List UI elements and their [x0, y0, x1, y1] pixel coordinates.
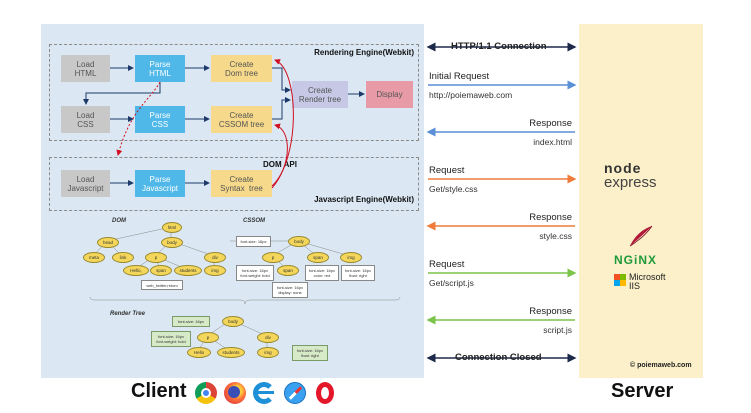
- nginx-logo: NGiNX: [614, 253, 658, 267]
- dom-node-span: span: [150, 265, 172, 276]
- node-express-logo: node express: [604, 160, 674, 196]
- create-render-node: Create Render tree: [292, 81, 348, 108]
- feather-logo: [629, 225, 653, 247]
- cssom-node-p: p: [262, 252, 284, 263]
- opera-icon: [314, 382, 336, 404]
- msg-initial-request: Initial Request: [429, 71, 490, 82]
- render-node-p: p: [197, 332, 219, 343]
- msg-response-2-file: style.css: [539, 231, 572, 241]
- msg-response-3: Response: [529, 306, 572, 317]
- firefox-icon: [224, 382, 246, 404]
- dom-node-hello: Hello,: [123, 265, 149, 276]
- msg-connection-closed: Connection Closed: [455, 352, 542, 363]
- safari-icon: [284, 382, 306, 404]
- msg-request-css: Request: [429, 165, 465, 176]
- dom-node-head: head: [97, 237, 119, 248]
- render-node-img: img: [257, 347, 279, 358]
- render-node-hello: Hello: [187, 347, 211, 358]
- render-tree-title: Render Tree: [110, 311, 145, 317]
- express-logo-text: express: [604, 174, 657, 191]
- dom-node-html: html: [162, 222, 182, 233]
- edge-icon: [253, 382, 275, 404]
- javascript-engine-box: [49, 157, 419, 211]
- node-logo-text: node: [604, 160, 642, 176]
- cssom-box-span-2: font-size: 16px display: none: [272, 282, 308, 298]
- rendering-engine-title: Rendering Engine(Webkit): [314, 48, 414, 57]
- create-cssom-node: Create CSSOM tree: [211, 106, 272, 133]
- create-syntax-node: Create Syntax tree: [211, 170, 272, 197]
- cssom-box-span: font-size: 16px color: red: [305, 265, 339, 281]
- cssom-tree-title: CSSOM: [243, 218, 266, 224]
- dom-node-p: p: [145, 252, 167, 263]
- dom-tree-title: DOM: [112, 218, 126, 224]
- msg-request-js-path: Get/script.js: [429, 278, 474, 288]
- copyright-text: © poiemaweb.com: [630, 362, 692, 369]
- parse-css-node: Parse CSS: [135, 106, 185, 133]
- dom-node-div: div: [204, 252, 226, 263]
- server-panel: [579, 24, 703, 378]
- load-css-node: Load CSS: [61, 106, 110, 133]
- dom-node-body: body: [161, 237, 183, 248]
- msg-response-2: Response: [529, 212, 572, 223]
- cssom-box-body: font-size: 16px: [236, 236, 271, 247]
- msg-initial-request-url: http://poiemaweb.com: [429, 90, 513, 100]
- dom-box: web_twitter,retom: [141, 280, 183, 290]
- msg-response-1-file: index.html: [533, 137, 572, 147]
- render-box-body: font-size: 16px: [172, 316, 210, 327]
- msg-request-css-path: Get/style.css: [429, 184, 478, 194]
- display-node: Display: [366, 81, 413, 108]
- microsoft-iis-logo: [614, 274, 626, 286]
- render-node-students: students: [217, 347, 245, 358]
- msg-response-3-file: script.js: [543, 325, 572, 335]
- parse-html-node: Parse HTML: [135, 55, 185, 82]
- msg-request-js: Request: [429, 259, 465, 270]
- dom-node-img: img: [204, 265, 226, 276]
- dom-node-students: students: [174, 265, 202, 276]
- chrome-icon: [195, 382, 217, 404]
- render-node-div: div: [257, 332, 279, 343]
- create-dom-node: Create Dom tree: [211, 55, 272, 82]
- client-label: Client: [131, 380, 187, 402]
- cssom-node-img: img: [340, 252, 362, 263]
- cssom-node-body: body: [288, 236, 310, 247]
- dom-node-meta: meta: [83, 252, 105, 263]
- microsoft-iis-text: Microsoft IIS: [629, 272, 666, 291]
- cssom-node-span-2: span: [277, 265, 299, 276]
- render-node-body: body: [222, 316, 244, 327]
- msg-response-1: Response: [529, 118, 572, 129]
- dom-node-link: link: [112, 252, 134, 263]
- server-label: Server: [611, 380, 674, 402]
- render-box-p: font-size: 16px font-weight: bold: [151, 331, 191, 347]
- load-html-node: Load HTML: [61, 55, 110, 82]
- msg-http-connection: HTTP/1.1 Connection: [451, 41, 547, 52]
- cssom-box-p: font-size: 16px font-weight: bold: [236, 265, 274, 281]
- dom-api-label: DOM API: [263, 160, 297, 169]
- parse-javascript-node: Parse Javascript: [135, 170, 185, 197]
- load-javascript-node: Load Javascript: [61, 170, 110, 197]
- javascript-engine-title: Javascript Engine(Webkit): [314, 195, 414, 204]
- cssom-node-span: span: [307, 252, 329, 263]
- render-box-img: font-size: 16px float: right: [292, 345, 328, 361]
- rendering-engine-box: [49, 44, 419, 141]
- cssom-box-img: font-size: 16px float: right: [341, 265, 375, 281]
